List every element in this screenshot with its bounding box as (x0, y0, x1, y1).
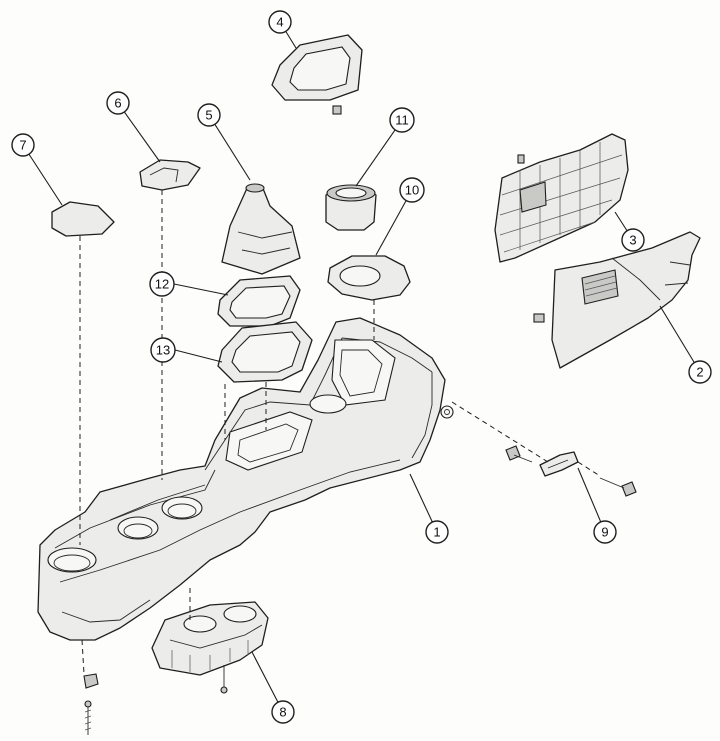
callout-7: 7 (11, 133, 35, 157)
mount-bracket (539, 451, 579, 477)
svg-text:7: 7 (19, 138, 26, 153)
svg-text:4: 4 (276, 15, 283, 30)
callout-13: 13 (150, 337, 176, 363)
cover-cap (51, 201, 115, 237)
rear-trim-panel (494, 133, 629, 263)
svg-text:10: 10 (405, 183, 419, 198)
ring-trim (327, 255, 411, 301)
svg-text:3: 3 (629, 233, 636, 248)
callout-6: 6 (106, 91, 130, 115)
svg-text:6: 6 (114, 96, 121, 111)
screw-cup-holder (220, 665, 228, 694)
assembly-lines (79, 190, 601, 675)
bolt-right (599, 477, 637, 497)
callout-12: 12 (149, 271, 175, 297)
svg-text:13: 13 (156, 343, 170, 358)
callout-9: 9 (593, 520, 617, 544)
callout-5: 5 (197, 103, 221, 127)
svg-text:8: 8 (279, 705, 286, 720)
callout-1: 1 (425, 520, 449, 544)
shift-bezel (217, 321, 313, 383)
svg-text:9: 9 (601, 525, 608, 540)
svg-text:12: 12 (155, 277, 169, 292)
screw-bottom-left (83, 673, 99, 735)
shift-boot (221, 183, 301, 275)
boot-retainer (217, 275, 301, 327)
svg-text:5: 5 (205, 108, 212, 123)
bolt-left (505, 445, 533, 463)
small-bracket (139, 159, 201, 191)
callout-11: 11 (389, 107, 415, 133)
svg-text:11: 11 (395, 113, 409, 128)
callout-10: 10 (399, 177, 425, 203)
callout-4: 4 (268, 10, 292, 34)
svg-text:2: 2 (696, 365, 703, 380)
cup-module (325, 184, 377, 231)
callout-2: 2 (688, 360, 712, 384)
callout-8: 8 (271, 700, 295, 724)
callout-3: 3 (621, 228, 645, 252)
cup-holder-insert (151, 601, 269, 676)
side-trim-panel (533, 231, 701, 369)
svg-text:1: 1 (433, 525, 440, 540)
shift-bezel-top (271, 34, 363, 115)
center-console (37, 317, 454, 641)
